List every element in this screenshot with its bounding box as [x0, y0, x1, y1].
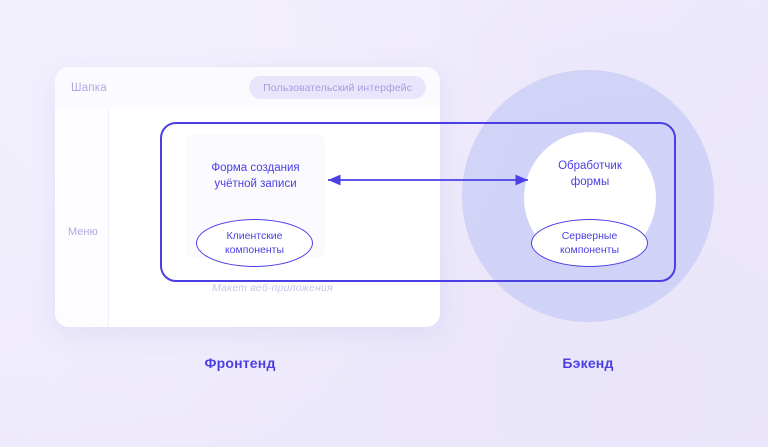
mockup-header-title: Шапка: [71, 81, 107, 94]
form-handler-line-1: Обработчик: [558, 160, 622, 172]
client-components-line-2: компоненты: [224, 244, 285, 256]
frontend-zone-label: Фронтенд: [204, 355, 276, 371]
mockup-sidebar: Меню: [55, 108, 109, 327]
user-interface-pill: Пользовательский интерфейс: [249, 76, 426, 99]
client-components-ellipse: Клиентские компоненты: [196, 219, 313, 267]
form-to-handler-arrow: [328, 174, 528, 186]
client-components-label: Клиентские компоненты: [225, 229, 284, 257]
form-handler-line-2: формы: [570, 176, 610, 188]
mockup-sidebar-label: Меню: [68, 226, 98, 238]
application-boundary-outline: [160, 122, 676, 282]
client-components-line-1: Клиентские: [226, 230, 283, 242]
server-components-ellipse: Серверные компоненты: [531, 219, 648, 267]
server-components-line-2: компоненты: [559, 244, 620, 256]
backend-zone-label: Бэкенд: [562, 355, 614, 371]
server-components-line-1: Серверные: [561, 230, 618, 242]
form-title-line-2: учётной записи: [214, 178, 297, 190]
form-title-line-1: Форма создания: [211, 162, 300, 174]
mockup-caption: Макет веб-приложения: [212, 282, 333, 294]
mockup-header-bar: Шапка Пользовательский интерфейс: [55, 67, 440, 108]
form-handler-label: Обработчик формы: [524, 158, 656, 190]
server-components-label: Серверные компоненты: [560, 229, 619, 257]
account-creation-form-title: Форма создания учётной записи: [186, 160, 325, 192]
